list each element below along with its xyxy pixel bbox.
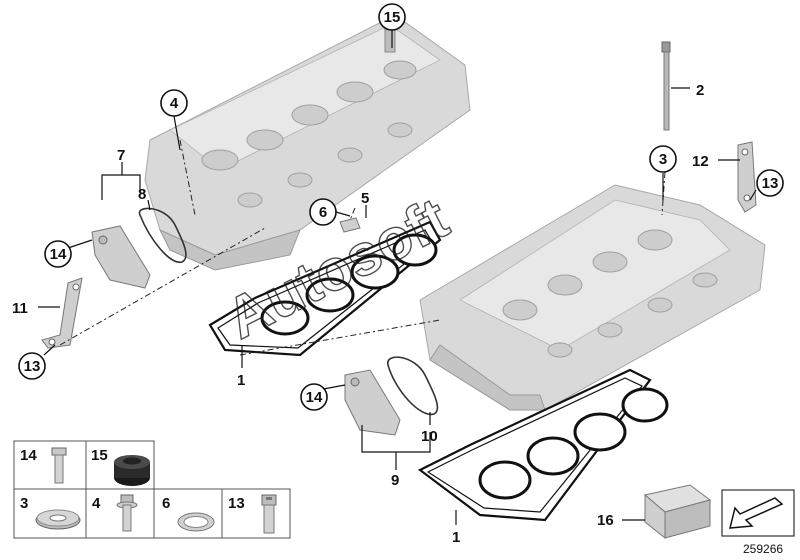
sealing-cap-icon — [114, 455, 150, 486]
label-9: 9 — [391, 472, 399, 489]
legend-cell-14: 14 — [20, 447, 67, 484]
cylinder-head-right — [419, 184, 766, 411]
label-8: 8 — [138, 186, 146, 203]
label-1-lower: 1 — [452, 529, 460, 546]
socket-screw-icon — [261, 494, 277, 534]
direction-arrow-icon — [721, 489, 795, 537]
callout-label: 15 — [384, 9, 401, 26]
label-11: 11 — [12, 300, 28, 317]
gasket-ring-lower — [387, 356, 439, 415]
legend-cell-label: 15 — [91, 447, 108, 464]
callout-label: 13 — [24, 358, 41, 375]
legend-cell-label: 4 — [92, 495, 101, 512]
sensor-part — [339, 217, 361, 233]
label-12: 12 — [692, 153, 709, 170]
cover-plate-left — [91, 225, 151, 289]
callout-15: 15 — [378, 3, 406, 31]
fastener-legend-grid: 14 15 3 4 — [13, 440, 291, 539]
head-bolt-long — [661, 41, 671, 131]
label-7: 7 — [117, 147, 125, 164]
alignment-lines — [59, 139, 666, 356]
legend-cell-6: 6 — [162, 495, 215, 532]
head-gasket-upper — [208, 220, 442, 357]
callout-13-left: 13 — [18, 352, 46, 380]
callout-label: 13 — [762, 175, 779, 192]
callout-label: 14 — [306, 389, 323, 406]
callout-4: 4 — [160, 89, 188, 117]
gasket-ring-left — [138, 207, 187, 263]
callout-label: 14 — [50, 246, 67, 263]
callout-14-lower: 14 — [300, 383, 328, 411]
callout-label: 6 — [319, 204, 327, 221]
legend-cell-label: 14 — [20, 447, 37, 464]
label-16: 16 — [597, 512, 614, 529]
legend-cell-label: 3 — [20, 495, 28, 512]
callout-6: 6 — [309, 198, 337, 226]
callout-13-right: 13 — [756, 169, 784, 197]
label-5: 5 — [361, 190, 369, 207]
document-number: 259266 — [743, 542, 783, 556]
cover-plate-lower — [344, 369, 401, 436]
label-10: 10 — [421, 428, 438, 445]
lifting-bracket-left — [41, 277, 83, 349]
cylinder-head-left — [144, 14, 471, 271]
legend-cell-13: 13 — [228, 494, 277, 534]
washer-icon — [35, 509, 81, 530]
legend-cell-label: 6 — [162, 495, 170, 512]
callout-14-left: 14 — [44, 240, 72, 268]
legend-cell-15: 15 — [91, 447, 150, 486]
seal-ring-icon — [177, 512, 215, 532]
legend-cell-label: 13 — [228, 495, 245, 512]
legend-cell-4: 4 — [92, 494, 138, 532]
legend-cell-3: 3 — [20, 495, 81, 530]
lifting-bracket-right — [737, 141, 757, 213]
callout-3: 3 — [649, 145, 677, 173]
flange-bolt-icon — [51, 447, 67, 484]
callout-label: 4 — [170, 95, 179, 112]
repair-kit-box — [643, 484, 712, 540]
label-2: 2 — [696, 82, 704, 99]
callout-label: 3 — [659, 151, 667, 168]
label-1-upper: 1 — [237, 372, 245, 389]
head-gasket-lower — [417, 368, 669, 522]
collar-bolt-icon — [116, 494, 138, 532]
